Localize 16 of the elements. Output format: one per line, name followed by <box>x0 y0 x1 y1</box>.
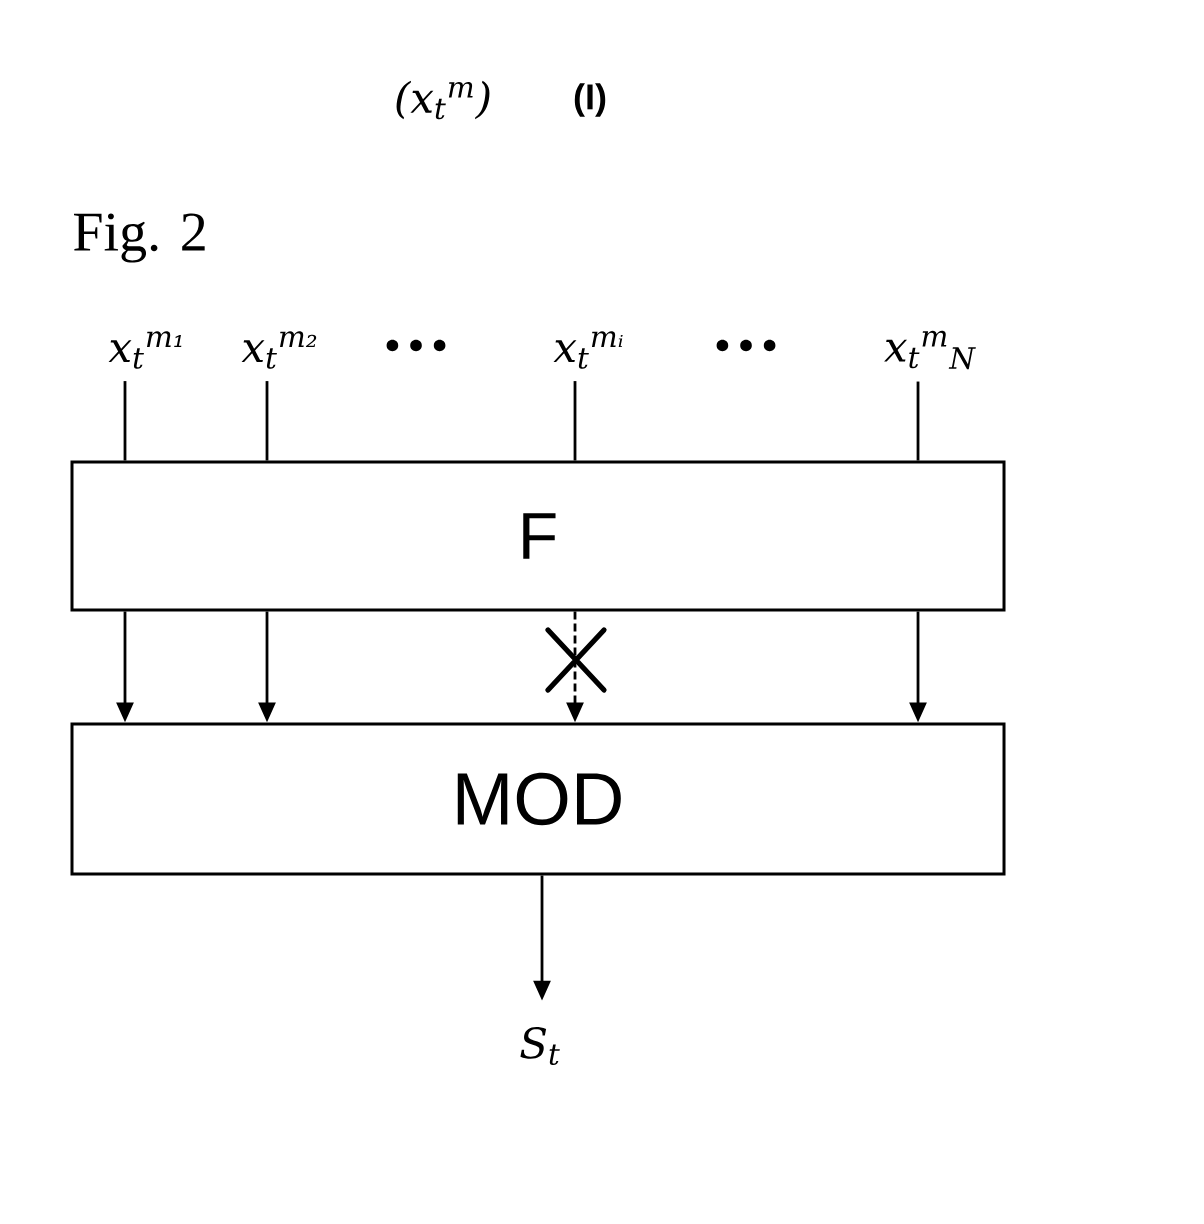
process-box: F <box>70 460 1006 612</box>
variable-label: x$_{t}$mN <box>884 330 976 370</box>
connector-line <box>916 381 920 461</box>
connector-line <box>123 381 127 461</box>
variable-label: x$_{t}$m₂ <box>241 331 317 369</box>
connector-line <box>573 381 577 461</box>
variable-label: x$_{t}$mᵢ <box>553 331 623 369</box>
variable-label: x$_{t}$m₁ <box>108 331 182 369</box>
ellipsis: ••• <box>716 339 776 352</box>
equation-number: (I) <box>574 83 606 117</box>
figure-title: Fig. 2 <box>74 213 205 263</box>
process-box: MOD <box>70 722 1006 876</box>
connector-line <box>265 381 269 461</box>
formula: (x$_{t}$$^{m}$) <box>396 80 490 120</box>
output-label: S$_{t}$ <box>520 1027 560 1065</box>
ellipsis: ••• <box>386 339 446 352</box>
